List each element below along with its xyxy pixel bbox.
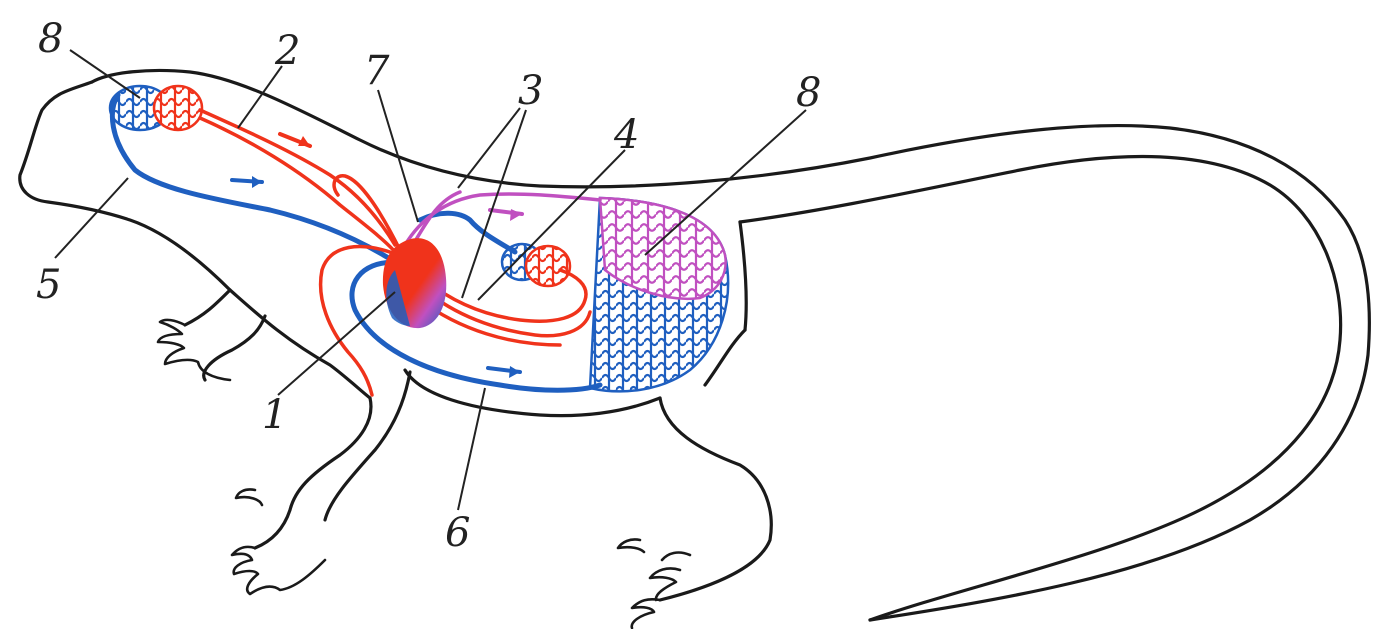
label-3: 3 [518, 68, 543, 114]
front-right-foot [232, 489, 325, 594]
label-1: 1 [262, 392, 287, 438]
front-left-foot [158, 320, 230, 380]
label-4: 4 [613, 112, 639, 158]
label-8-head: 8 [38, 16, 63, 62]
hind-right-foot [618, 539, 690, 628]
label-2: 2 [274, 28, 300, 74]
label-6: 6 [445, 510, 470, 556]
label-5: 5 [36, 262, 61, 308]
heart [383, 238, 446, 328]
label-7: 7 [364, 48, 390, 94]
label-8-body: 8 [796, 70, 821, 116]
